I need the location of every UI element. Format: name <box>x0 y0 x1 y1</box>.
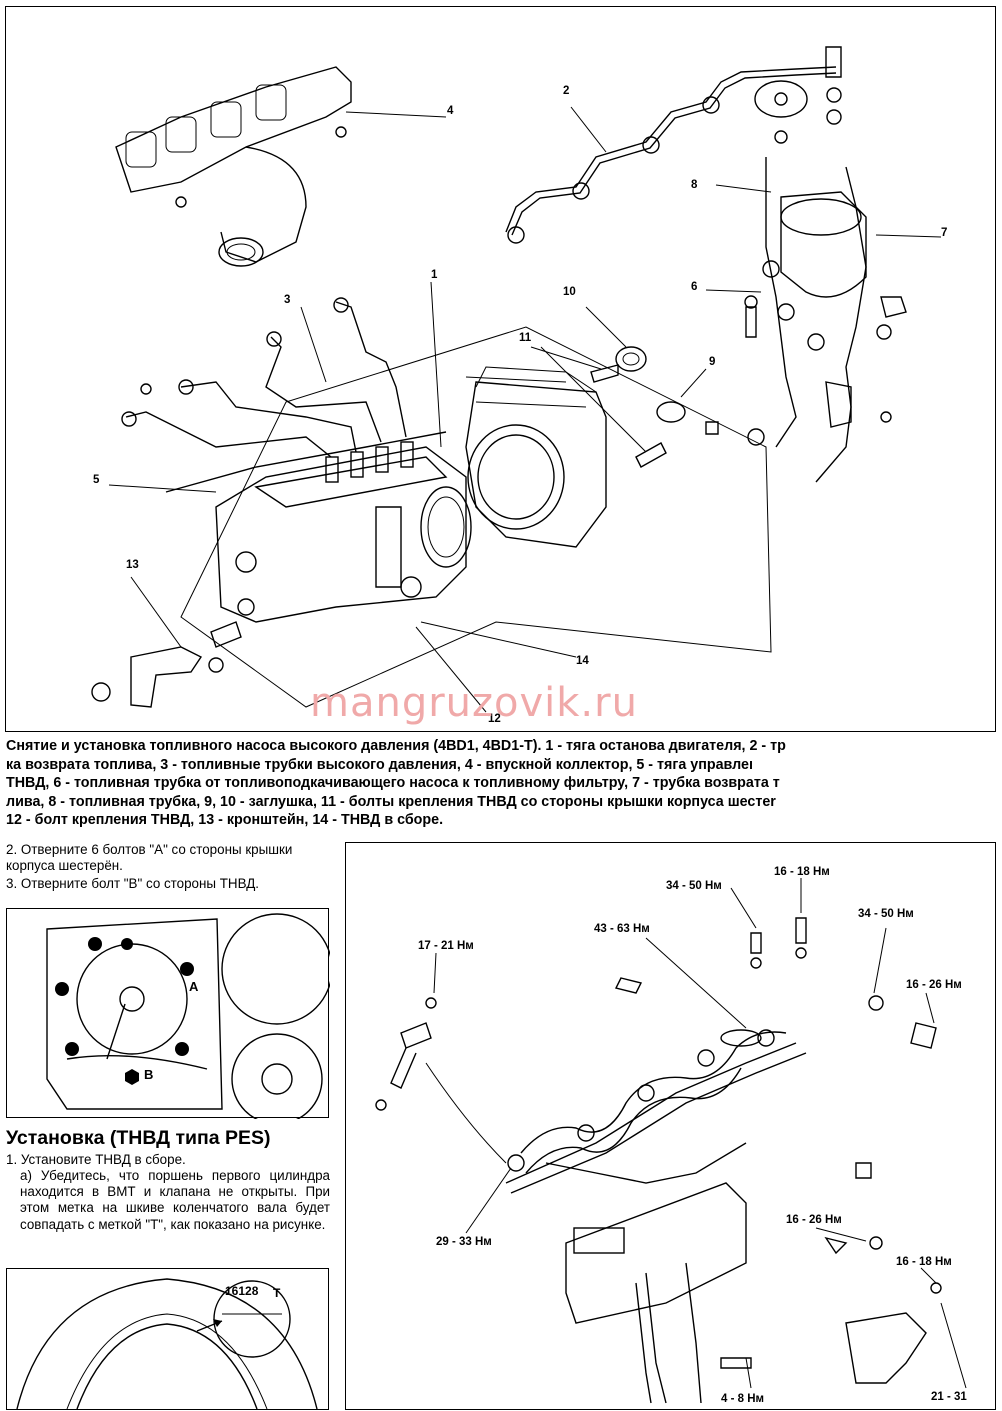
callout-12: 12 <box>488 713 501 725</box>
figure-gear-cover: A B <box>6 908 330 1119</box>
bracket-lower <box>720 1162 942 1384</box>
timing-marks: 16128 <box>225 1284 259 1298</box>
callout-14: 14 <box>576 655 589 667</box>
pump-body-lower <box>565 1182 747 1404</box>
torque-label: 4 - 8 Нм <box>721 1393 765 1405</box>
torque-label: 29 - 33 Нм <box>436 1236 492 1248</box>
leader-lines <box>108 106 942 713</box>
crank-pulley-drawing <box>16 1278 318 1410</box>
injector-left <box>375 997 437 1111</box>
torque-label: 34 - 50 Нм <box>858 908 914 920</box>
figure-crank-pulley: 16128 T <box>6 1268 329 1410</box>
return-pipe-drawing <box>505 46 842 244</box>
torque-label: 16 - 26 Нм <box>906 979 962 991</box>
bolts-top <box>614 917 937 1049</box>
plugs-bolts-drawing <box>590 346 719 468</box>
figure-torque: 17 - 21 Нм 34 - 50 Нм 16 - 18 Нм 34 - 50… <box>345 842 996 1410</box>
callout-8: 8 <box>691 179 698 191</box>
figure-main: 1 2 3 4 5 6 7 8 9 10 11 12 13 14 <box>5 6 996 732</box>
delivery-valves <box>325 441 414 483</box>
callout-5: 5 <box>93 474 100 486</box>
torque-label: 16 - 26 Нм <box>786 1214 842 1226</box>
pipe-bundle <box>505 1029 807 1194</box>
bolt-b <box>125 1069 139 1085</box>
torque-label: 16 - 18 Нм <box>896 1256 952 1268</box>
caption-line: лива, 8 - топливная трубка, 9, 10 - загл… <box>6 793 776 810</box>
watermark: mangruzovik.ru <box>310 680 638 726</box>
bolts-a <box>55 937 194 1056</box>
callout-7: 7 <box>941 227 948 239</box>
callout-4: 4 <box>447 105 454 117</box>
gear-housing-drawing <box>465 366 607 548</box>
callout-6: 6 <box>691 281 698 293</box>
bracket-drawing <box>91 646 224 708</box>
callout-10: 10 <box>563 286 576 298</box>
torque-leader-lines <box>425 878 967 1389</box>
torque-label: 16 - 18 Нм <box>774 866 830 878</box>
callout-11: 11 <box>519 332 532 344</box>
install-heading: Установка (ТНВД типа PES) <box>6 1127 271 1149</box>
timing-mark-t: T <box>273 1286 281 1300</box>
figure-caption: Снятие и установка топливного насоса выс… <box>6 737 996 830</box>
label-b: B <box>144 1067 154 1082</box>
torque-label: 17 - 21 Нм <box>418 940 474 952</box>
gear-cover-drawing <box>46 913 330 1119</box>
pump-assembly-outline <box>180 326 772 708</box>
callout-3: 3 <box>284 294 291 306</box>
torque-label: 21 - 31 <box>931 1391 967 1403</box>
pump-exploded-diagram <box>91 46 942 713</box>
torque-label: 34 - 50 Нм <box>666 880 722 892</box>
torque-label: 43 - 63 Нм <box>594 923 650 935</box>
caption-line: ка возврата топлива, 3 - топливные трубк… <box>6 756 753 773</box>
install-step-1a: а) Убедитесь, что поршень первого цилинд… <box>20 1168 330 1232</box>
install-step-1: 1. Установите ТНВД в сборе. <box>6 1152 186 1167</box>
fuel-filter-drawing <box>744 157 907 483</box>
caption-line: 12 - болт крепления ТНВД, 13 - кронштейн… <box>6 812 444 828</box>
callout-13: 13 <box>126 559 139 571</box>
control-rod-drawing <box>165 431 447 493</box>
step-3: 3. Отверните болт "В" со стороны ТНВД. <box>6 876 260 891</box>
injection-pump-drawing <box>210 441 472 648</box>
intake-manifold-drawing <box>115 66 352 267</box>
callout-1: 1 <box>431 269 438 281</box>
label-a: A <box>189 979 199 994</box>
high-pressure-pipes-drawing <box>121 297 407 458</box>
caption-line: Снятие и установка топливного насоса выс… <box>6 738 786 754</box>
callout-2: 2 <box>563 85 570 97</box>
torque-assembly-drawing <box>375 878 967 1404</box>
callout-9: 9 <box>709 356 716 368</box>
caption-line: ТНВД, 6 - топливная трубка от топливопод… <box>6 775 780 791</box>
step-2: 2. Отверните 6 болтов "А" со стороны кры… <box>6 842 293 874</box>
